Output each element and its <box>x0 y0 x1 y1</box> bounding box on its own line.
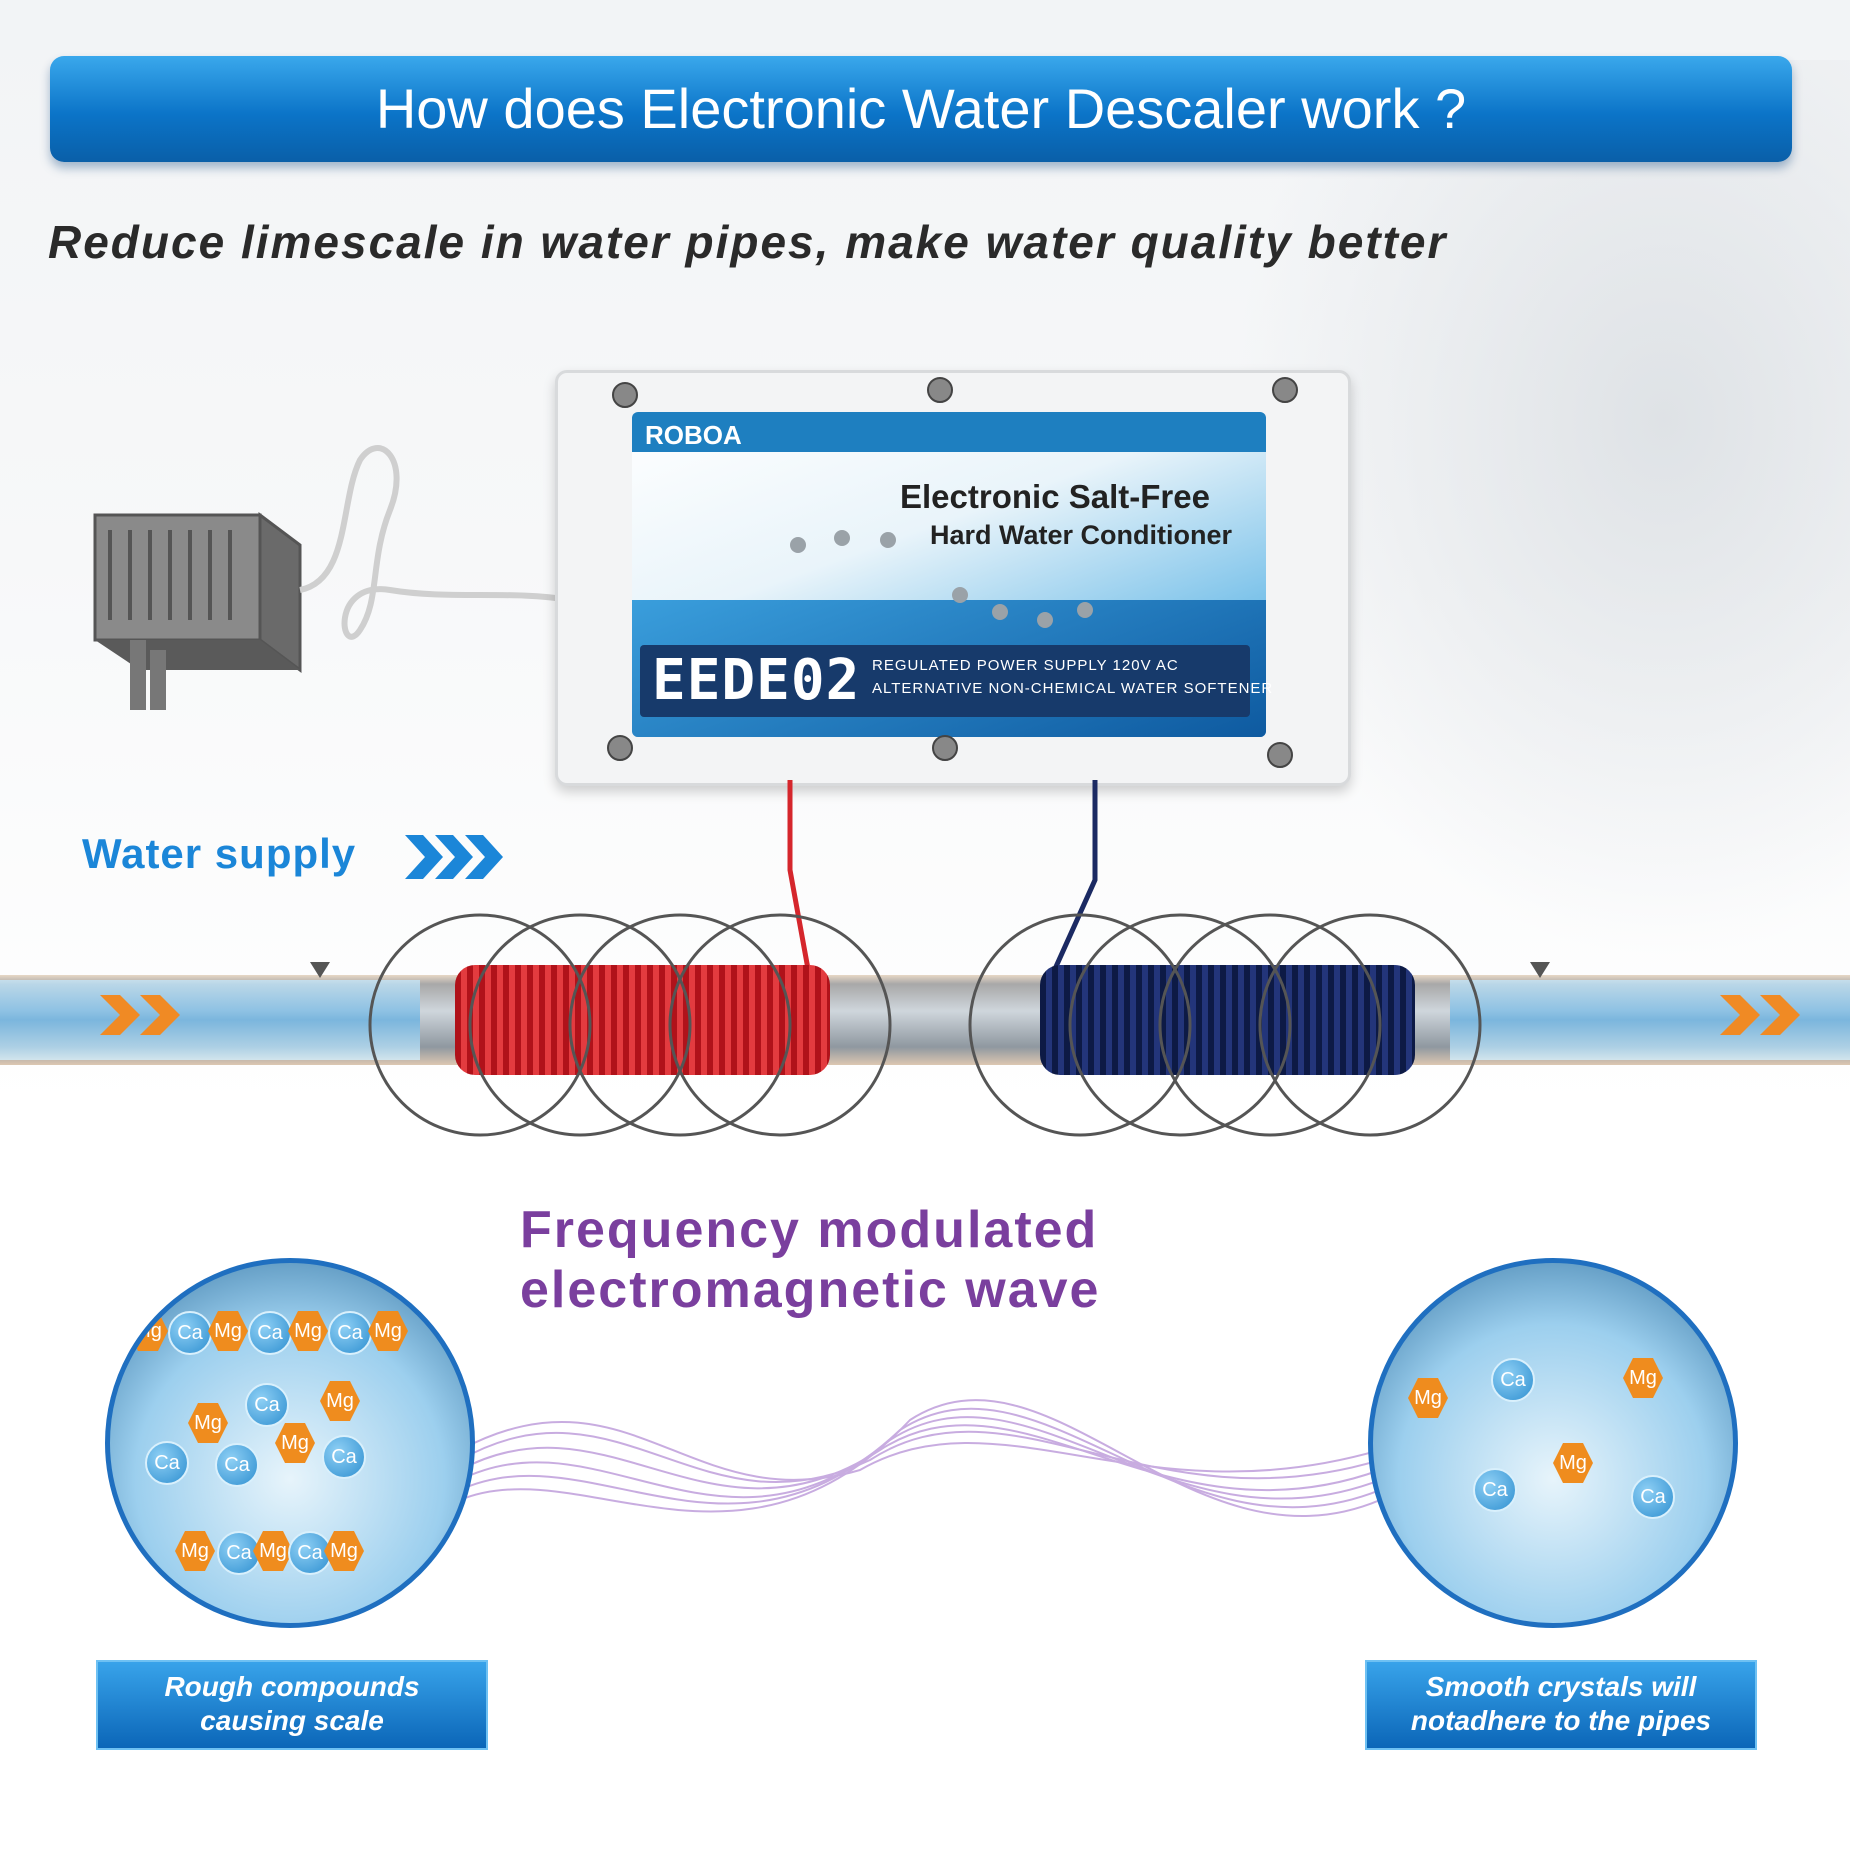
electromagnetic-wave-graphic <box>460 1399 1380 1517</box>
caption-line: causing scale <box>200 1705 384 1736</box>
caption-line: Smooth crystals will <box>1425 1671 1697 1702</box>
water-supply-label: Water supply <box>82 830 357 877</box>
led-indicator-icon <box>992 604 1008 620</box>
led-indicator-icon <box>834 530 850 546</box>
blue-coil <box>1040 965 1415 1075</box>
rough-compounds-caption: Rough compounds causing scale <box>96 1660 488 1750</box>
mg-ion: Mg <box>208 1311 248 1351</box>
ca-ion: Ca <box>145 1441 189 1485</box>
mg-ion: Mg <box>128 1311 168 1351</box>
led-indicator-icon <box>1037 612 1053 628</box>
screw-icon <box>927 377 953 403</box>
device-wires <box>787 780 1098 982</box>
flow-arrows-left-icon <box>100 995 180 1035</box>
caption-line: notadhere to the pipes <box>1410 1705 1712 1736</box>
ca-ion: Ca <box>1631 1475 1675 1519</box>
brand-label: ROBOA <box>645 420 742 450</box>
mg-ion: Mg <box>324 1531 364 1571</box>
title-banner <box>50 56 1792 162</box>
mg-ion: Mg <box>275 1423 315 1463</box>
ca-ion: Ca <box>248 1311 292 1355</box>
mg-ion: Mg <box>1623 1358 1663 1398</box>
brand-bar <box>632 412 1266 452</box>
led-indicator-icon <box>790 537 806 553</box>
ca-ion: Ca <box>322 1435 366 1479</box>
ca-ion: Ca <box>215 1443 259 1487</box>
flow-arrows-right-icon <box>1720 995 1800 1035</box>
mg-ion: Mg <box>288 1311 328 1351</box>
ca-ion: Ca <box>1491 1358 1535 1402</box>
flow-arrows-icon <box>405 835 503 879</box>
product-name-line2: Hard Water Conditioner <box>930 520 1233 550</box>
smooth-crystals-magnifier: Ca Mg Mg Ca Mg Ca <box>1368 1258 1738 1628</box>
power-adapter-icon <box>93 445 571 710</box>
led-indicator-icon <box>1077 602 1093 618</box>
model-plate <box>640 645 1250 717</box>
screw-icon <box>607 735 633 761</box>
magnetic-field-lines <box>310 913 1550 1137</box>
device-details <box>607 377 1298 768</box>
led-indicator-icon <box>952 587 968 603</box>
screw-icon <box>1272 377 1298 403</box>
mg-ion: Mg <box>188 1403 228 1443</box>
ca-ion: Ca <box>245 1383 289 1427</box>
mg-ion: Mg <box>253 1531 293 1571</box>
screw-icon <box>932 735 958 761</box>
spec-line2: ALTERNATIVE NON-CHEMICAL WATER SOFTENER <box>872 680 1274 697</box>
red-coil <box>455 965 830 1075</box>
wave-title-line2: electromagnetic wave <box>520 1261 1101 1319</box>
mg-ion: Mg <box>1408 1378 1448 1418</box>
rough-compounds-magnifier: Mg Ca Mg Ca Mg Ca Mg Ca Mg Mg Ca Ca Mg C… <box>105 1258 475 1628</box>
product-name-line1: Electronic Salt-Free <box>900 478 1210 515</box>
ca-ion: Ca <box>168 1311 212 1355</box>
mg-ion: Mg <box>1553 1443 1593 1483</box>
blue-wire <box>1047 780 1098 982</box>
page-title: How does Electronic Water Descaler work … <box>375 77 1467 140</box>
mg-ion: Mg <box>175 1531 215 1571</box>
mg-ion: Mg <box>368 1311 408 1351</box>
spec-line1: REGULATED POWER SUPPLY 120V AC <box>872 657 1179 674</box>
led-indicator-icon <box>880 532 896 548</box>
caption-line: Rough compounds <box>164 1671 420 1702</box>
subtitle: Reduce limescale in water pipes, make wa… <box>48 216 1448 268</box>
ca-ion: Ca <box>288 1531 332 1575</box>
water-flow-left <box>0 980 420 1060</box>
ca-ion: Ca <box>328 1311 372 1355</box>
red-wire <box>787 780 813 981</box>
wave-title-line1: Frequency modulated <box>520 1201 1099 1259</box>
smooth-crystals-caption: Smooth crystals will notadhere to the pi… <box>1365 1660 1757 1750</box>
ca-ion: Ca <box>1473 1468 1517 1512</box>
ca-ion: Ca <box>217 1531 261 1575</box>
mg-ion: Mg <box>320 1381 360 1421</box>
screw-icon <box>1267 742 1293 768</box>
screw-icon <box>612 382 638 408</box>
wave-title: Frequency modulated electromagnetic wave <box>520 1200 1280 1320</box>
model-number: EEDE02 <box>652 648 861 713</box>
